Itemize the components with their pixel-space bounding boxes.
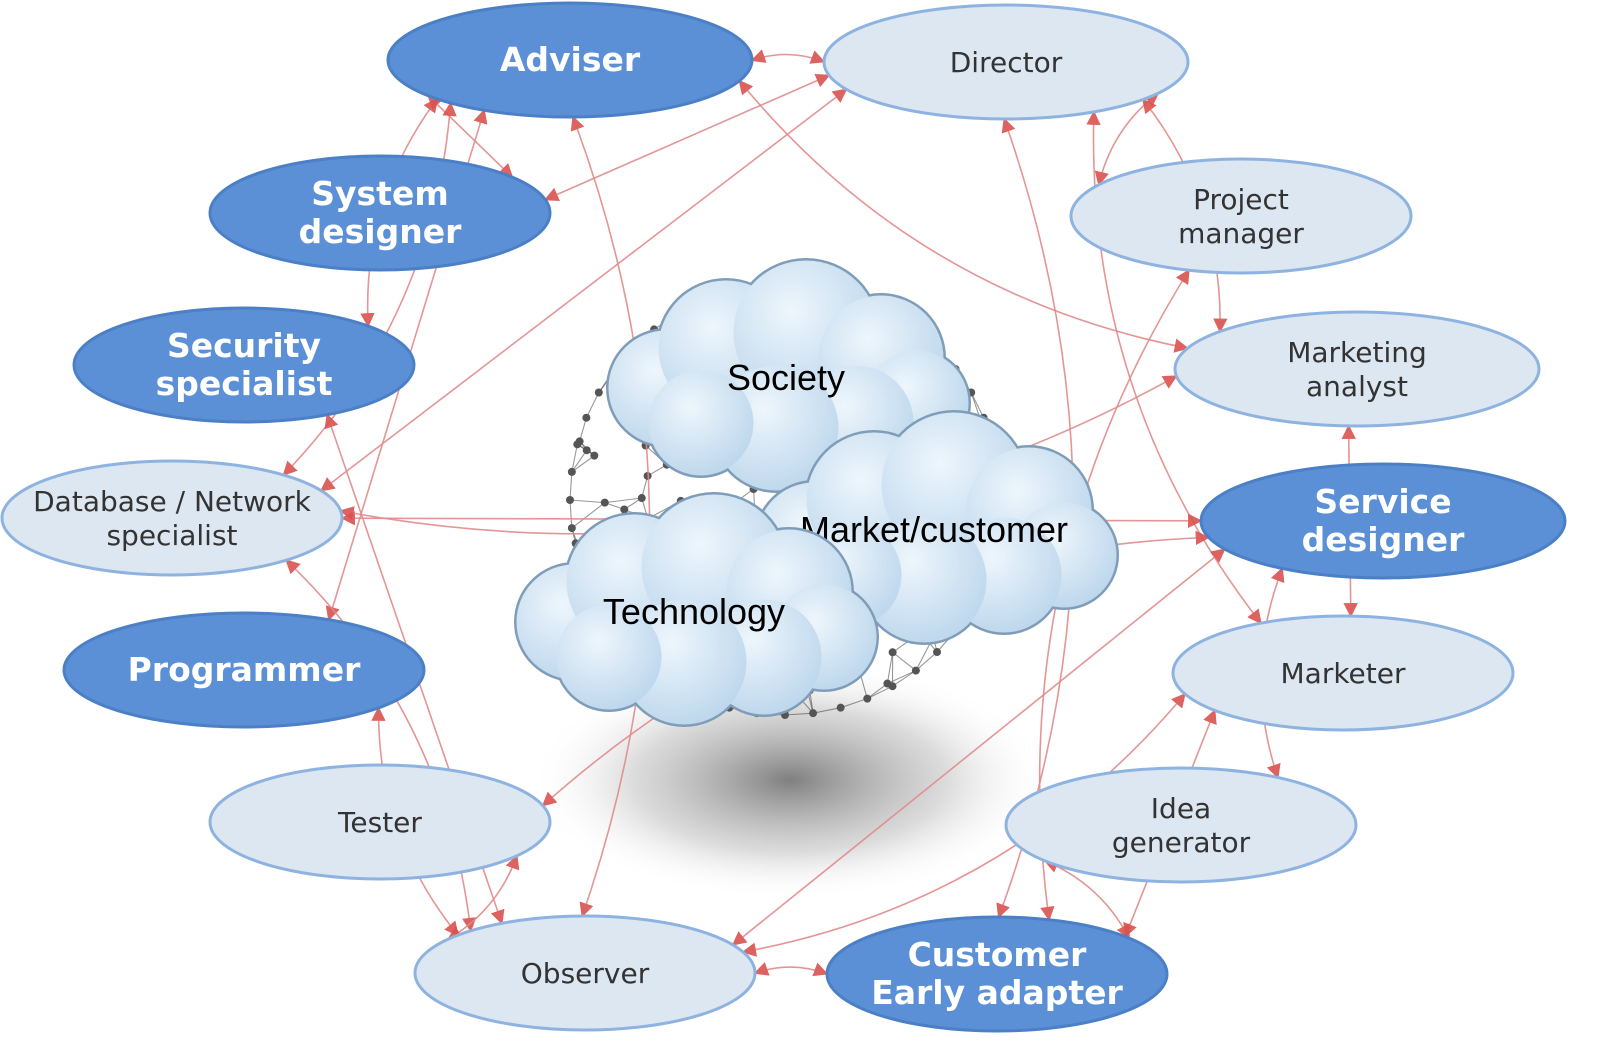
network-node bbox=[888, 682, 897, 691]
role-ellipse bbox=[822, 3, 1190, 121]
role-label-line: Early adapter bbox=[871, 973, 1123, 1012]
role-adviser[interactable]: Adviser bbox=[386, 1, 754, 119]
role-ellipse bbox=[1173, 310, 1541, 428]
network-node bbox=[836, 703, 845, 712]
cloud-technology: Technology bbox=[514, 492, 879, 727]
network-link bbox=[569, 499, 605, 504]
role-label-line: Programmer bbox=[128, 650, 361, 689]
role-label-line: designer bbox=[1302, 520, 1465, 559]
connector-observer-customer-early-adapter bbox=[753, 962, 829, 977]
role-label-line: generator bbox=[1112, 826, 1251, 859]
role-label-line: designer bbox=[299, 212, 462, 251]
role-ellipse bbox=[413, 914, 757, 1032]
cloud-label: Technology bbox=[603, 591, 785, 632]
role-ellipse bbox=[1004, 766, 1358, 884]
network-link bbox=[585, 392, 600, 418]
role-label-line: analyst bbox=[1306, 370, 1408, 403]
role-observer[interactable]: Observer bbox=[413, 914, 757, 1032]
network-link bbox=[569, 471, 573, 501]
connector-adviser-director bbox=[750, 49, 826, 64]
network-node bbox=[600, 498, 609, 507]
role-ellipse bbox=[825, 915, 1169, 1033]
role-label-line: Database / Network bbox=[33, 485, 312, 518]
network-link bbox=[571, 455, 595, 473]
role-label-line: Service bbox=[1314, 482, 1451, 521]
cloud-label: Society bbox=[727, 357, 845, 398]
role-label-line: Marketer bbox=[1281, 657, 1406, 690]
role-label-line: Marketing bbox=[1287, 336, 1427, 369]
network-node bbox=[567, 467, 576, 476]
role-marketer[interactable]: Marketer bbox=[1171, 614, 1515, 732]
network-link bbox=[569, 499, 573, 529]
connector-tester-observer bbox=[446, 854, 520, 940]
network-node bbox=[566, 496, 574, 504]
role-label-line: Customer bbox=[908, 935, 1088, 974]
role-ellipse bbox=[0, 459, 344, 577]
role-ellipse bbox=[1069, 157, 1413, 275]
network-node bbox=[888, 648, 897, 657]
network-node bbox=[590, 451, 599, 460]
role-ellipse bbox=[386, 1, 754, 119]
role-label-line: manager bbox=[1178, 217, 1304, 250]
cloud-bump bbox=[556, 604, 662, 710]
role-label-line: Director bbox=[950, 46, 1063, 79]
role-ellipse bbox=[62, 611, 426, 729]
network-node bbox=[911, 666, 920, 675]
network-node bbox=[863, 694, 872, 703]
cloud-bump bbox=[648, 370, 754, 476]
role-ellipse bbox=[1171, 614, 1515, 732]
role-ellipse bbox=[208, 763, 552, 881]
network-node bbox=[620, 505, 629, 514]
network-link bbox=[915, 651, 938, 671]
role-label-line: Adviser bbox=[500, 40, 641, 79]
network-node bbox=[933, 648, 942, 657]
network-node bbox=[567, 524, 576, 533]
role-label-line: specialist bbox=[106, 519, 237, 552]
role-director[interactable]: Director bbox=[822, 3, 1190, 121]
network-node bbox=[582, 413, 591, 422]
role-label-line: Tester bbox=[337, 806, 422, 839]
network-node bbox=[594, 388, 603, 397]
role-label-line: Security bbox=[167, 326, 321, 365]
cloud-label: Market/customer bbox=[800, 509, 1068, 550]
network-node bbox=[582, 446, 591, 455]
role-ellipse bbox=[1199, 462, 1567, 580]
role-label-line: specialist bbox=[156, 364, 333, 403]
role-programmer[interactable]: Programmer bbox=[62, 611, 426, 729]
role-ellipse bbox=[72, 306, 416, 424]
role-label-line: Observer bbox=[521, 957, 650, 990]
cloud-market-customer: Market/customer bbox=[754, 410, 1119, 645]
role-label-line: System bbox=[311, 174, 448, 213]
network-node bbox=[573, 440, 582, 449]
network-node bbox=[637, 494, 646, 503]
network-node bbox=[809, 709, 818, 718]
role-label-line: Idea bbox=[1151, 792, 1211, 825]
role-ellipse bbox=[208, 154, 552, 272]
network-link bbox=[892, 651, 917, 672]
role-tester[interactable]: Tester bbox=[208, 763, 552, 881]
role-label-line: Project bbox=[1193, 183, 1289, 216]
